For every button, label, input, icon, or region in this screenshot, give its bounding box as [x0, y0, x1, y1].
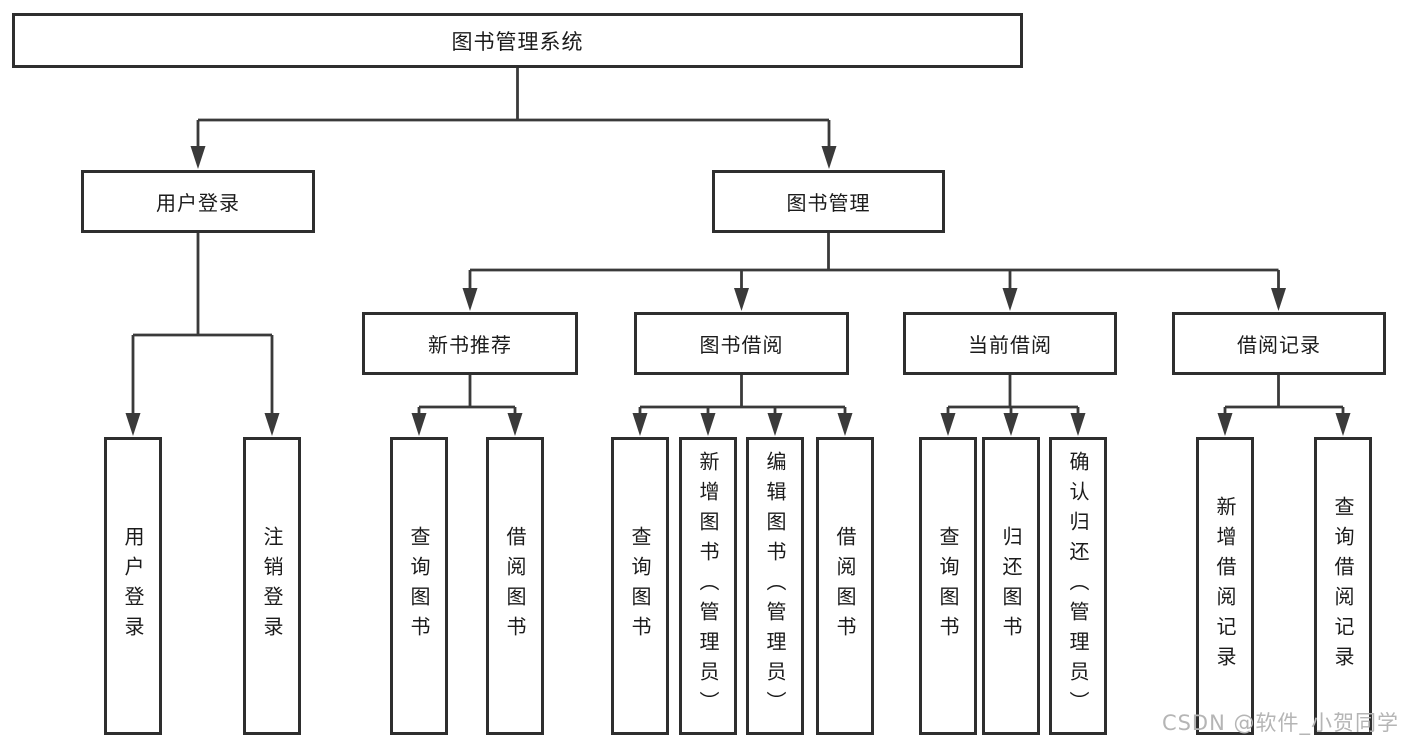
- leaf-query-books: 查询图书: [919, 437, 977, 735]
- node-label: 新增图书（管理员）: [696, 451, 720, 721]
- node-label: 查询图书: [936, 526, 960, 646]
- node-label: 当前借阅: [968, 333, 1052, 357]
- node-label: 查询图书: [407, 526, 431, 646]
- node-label: 编辑图书（管理员）: [763, 451, 787, 721]
- arrowheads: [125, 146, 1351, 436]
- connector-root-trunk: [196, 68, 831, 150]
- node-label: 查询借阅记录: [1331, 496, 1355, 676]
- leaf-user-login: 用户登录: [104, 437, 162, 735]
- leaf-confirm-return-admin: 确认归还（管理员）: [1049, 437, 1107, 735]
- node-label: 确认归还（管理员）: [1066, 451, 1090, 721]
- node-current-borrowing: 当前借阅: [903, 312, 1117, 375]
- leaf-borrow-books: 借阅图书: [816, 437, 874, 735]
- connector-book-mgmt-trunk: [468, 233, 1280, 295]
- leaf-query-books: 查询图书: [390, 437, 448, 735]
- node-label: 归还图书: [999, 526, 1023, 646]
- leaf-borrow-books: 借阅图书: [486, 437, 544, 735]
- node-book-management: 图书管理: [712, 170, 945, 233]
- node-user-login: 用户登录: [81, 170, 315, 233]
- leaf-return-books: 归还图书: [982, 437, 1040, 735]
- node-book-management-system: 图书管理系统: [12, 13, 1023, 68]
- node-new-book-recommendation: 新书推荐: [362, 312, 578, 375]
- leaf-edit-books-admin: 编辑图书（管理员）: [746, 437, 804, 735]
- leaf-add-borrow-record: 新增借阅记录: [1196, 437, 1254, 735]
- connector-borrow-record-branch: [1223, 375, 1345, 420]
- connector-book-borrow-branch: [638, 375, 847, 420]
- node-label: 借阅图书: [833, 526, 857, 646]
- node-label: 新增借阅记录: [1213, 496, 1237, 676]
- node-label: 借阅图书: [503, 526, 527, 646]
- leaf-query-books: 查询图书: [611, 437, 669, 735]
- leaf-query-borrow-record: 查询借阅记录: [1314, 437, 1372, 735]
- node-label: 图书管理: [786, 191, 871, 215]
- node-label: 注销登录: [260, 526, 284, 646]
- connector-user-login-branch: [131, 233, 274, 420]
- node-book-borrowing: 图书借阅: [634, 312, 849, 375]
- node-label: 新书推荐: [428, 333, 512, 357]
- node-label: 用户登录: [121, 526, 145, 646]
- leaf-add-books-admin: 新增图书（管理员）: [679, 437, 737, 735]
- node-borrowing-records: 借阅记录: [1172, 312, 1386, 375]
- node-label: 图书管理系统: [451, 29, 584, 54]
- leaf-logout: 注销登录: [243, 437, 301, 735]
- node-label: 用户登录: [156, 191, 240, 215]
- node-label: 查询图书: [628, 526, 652, 646]
- node-label: 借阅记录: [1237, 333, 1321, 357]
- connector-new-book-branch: [417, 375, 517, 420]
- node-label: 图书借阅: [699, 333, 784, 357]
- csdn-watermark: CSDN @软件_小贺同学: [1161, 711, 1399, 735]
